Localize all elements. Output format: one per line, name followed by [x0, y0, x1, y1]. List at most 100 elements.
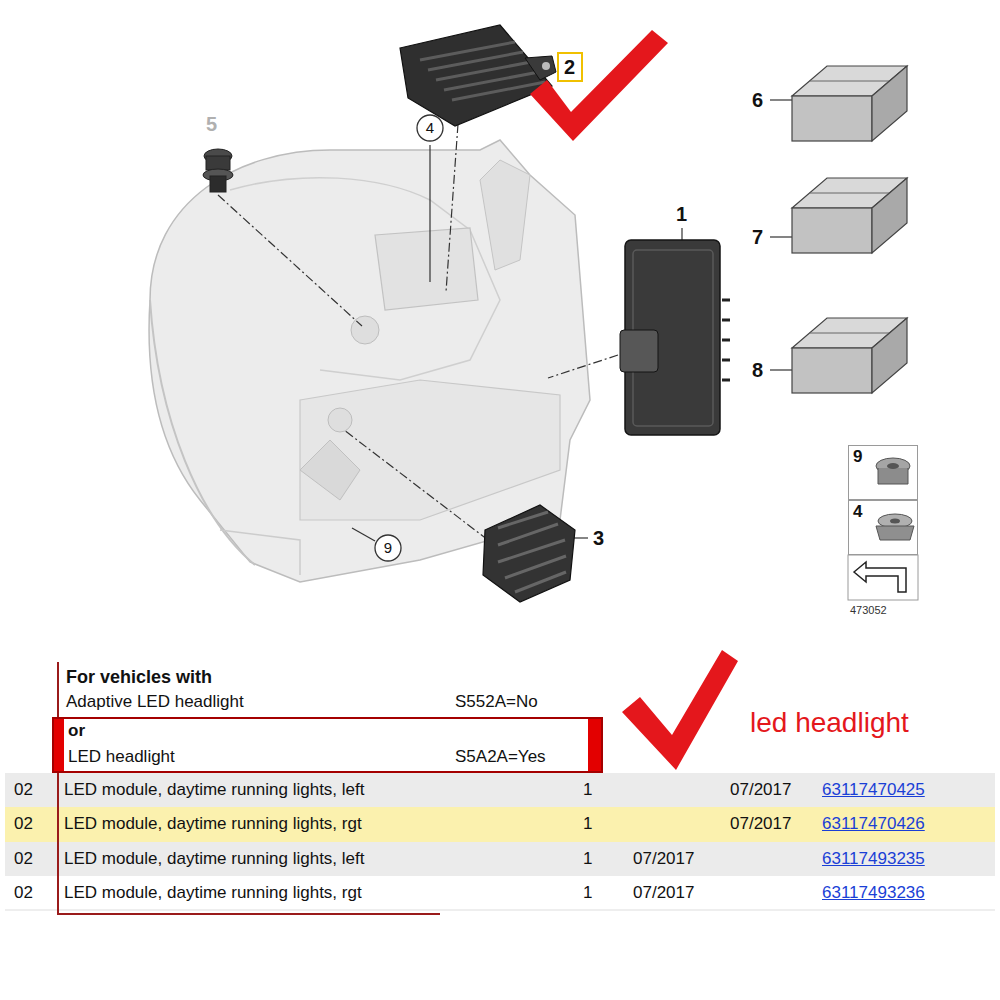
- circle-outline: [417, 115, 443, 141]
- callout-number: 2: [564, 55, 576, 79]
- screw-piece: [210, 176, 226, 192]
- table-heading: For vehicles with: [66, 667, 212, 689]
- control-unit: [620, 240, 730, 435]
- vehicle-condition: or: [68, 721, 85, 741]
- vehicle-condition: S5A2A=Yes: [455, 747, 546, 767]
- led-module-top-piece: [400, 25, 552, 126]
- callout-box: 2: [557, 52, 583, 82]
- leader-line-piece: [429, 145, 430, 282]
- leader-line-piece: [344, 430, 488, 540]
- table-background: [5, 773, 995, 910]
- part-icon-box: 4: [848, 500, 918, 555]
- table-cell: LED module, daytime running lights, left: [64, 849, 365, 869]
- screw-piece: [206, 156, 230, 170]
- screw: [203, 149, 233, 192]
- clip-nut-icon: [876, 458, 914, 540]
- headlight-housing-piece: [300, 380, 560, 520]
- callout-circle: 4: [416, 114, 444, 142]
- headlight-housing-piece: [480, 160, 530, 270]
- table-cell: 1: [583, 849, 592, 869]
- leader-line-piece: [770, 99, 792, 100]
- arrow-icon: [848, 555, 918, 600]
- clip-nut-icon-piece: [890, 519, 900, 524]
- vehicle-condition: Adaptive LED headlight: [66, 692, 244, 712]
- table-cell: LED module, daytime running lights, rgt: [64, 883, 362, 903]
- callout-number: 3: [593, 526, 604, 550]
- table-cell: 07/2017: [633, 883, 694, 903]
- headlight-housing-piece: [230, 178, 500, 380]
- callout-number: 1: [676, 202, 687, 226]
- leader-line-piece: [548, 355, 618, 378]
- check-mark: [530, 30, 738, 770]
- table-cell: 07/2017: [730, 814, 791, 834]
- table-cell: 1: [583, 780, 592, 800]
- callout-number: 4: [426, 119, 434, 137]
- control-unit-piece: [722, 300, 730, 380]
- leader-line: [218, 100, 792, 541]
- arrow-icon-piece: [848, 555, 918, 600]
- table-background-piece: [5, 842, 995, 876]
- table-cell: LED module, daytime running lights, rgt: [64, 814, 362, 834]
- callout-number: 9: [853, 447, 913, 467]
- table-cell: 02: [14, 849, 33, 869]
- highlight-bars: [52, 717, 602, 773]
- figure-number: 473052: [850, 604, 887, 617]
- leader-line-piece: [446, 124, 458, 292]
- led-module-top-piece: [542, 62, 550, 70]
- table-cell: 1: [583, 814, 592, 834]
- circle-outline: [375, 535, 401, 561]
- table-background-piece: [5, 876, 995, 910]
- table-cell: 1: [583, 883, 592, 903]
- part-number: 63117470425: [822, 780, 925, 800]
- check-mark-piece: [622, 650, 738, 770]
- led-module-top-piece: [525, 56, 556, 80]
- callout-number: 9: [384, 539, 392, 557]
- table-background-piece: [5, 773, 995, 807]
- led-module-bottom: [483, 505, 575, 602]
- part-icon-box: 9: [848, 445, 918, 500]
- table-background-piece: [5, 807, 995, 842]
- highlight-bars-piece: [588, 717, 602, 773]
- option-code: S552A=No: [455, 692, 538, 712]
- headlight-housing-piece: [220, 530, 300, 575]
- package-box: [792, 178, 907, 253]
- table-background-piece: [5, 910, 995, 911]
- vehicle-condition: LED headlight: [68, 747, 175, 767]
- table-cell: LED module, daytime running lights, left: [64, 780, 365, 800]
- clip-nut-icon-piece: [887, 463, 899, 469]
- led-module-bottom-piece: [483, 505, 575, 602]
- part-number: 63117493236: [822, 883, 925, 903]
- control-unit-piece: [620, 330, 658, 372]
- headlight-housing-piece: [375, 228, 478, 310]
- callout-number: 5: [206, 112, 217, 136]
- callout-circle: 9: [374, 534, 402, 562]
- callout-number: 7: [752, 225, 763, 249]
- highlight-frame: orLED headlight S5A2A=Yes: [52, 717, 603, 773]
- callout-number: 8: [752, 358, 763, 382]
- clip-nut-icon-piece: [876, 526, 914, 540]
- headlight-housing-piece: [351, 316, 379, 344]
- check-mark-piece: [530, 30, 668, 141]
- leader-line-piece: [770, 236, 792, 237]
- table-cell: 02: [14, 780, 33, 800]
- bracket-line-piece: [58, 662, 440, 914]
- table-cell: 02: [14, 814, 33, 834]
- led-module-top: [400, 25, 556, 126]
- callout-number: 6: [752, 88, 763, 112]
- arrow-icon-piece: [854, 562, 906, 592]
- headlight-housing-piece: [328, 408, 352, 432]
- bracket-line: [58, 662, 440, 914]
- package-box: [792, 66, 907, 141]
- clip-nut-icon-piece: [878, 468, 908, 484]
- headlight-housing-piece: [300, 440, 360, 500]
- table-cell: 07/2017: [633, 849, 694, 869]
- part-number: 63117470426: [822, 814, 925, 834]
- headlight-housing-piece: [150, 300, 255, 565]
- led-module-top-piece: [420, 42, 545, 100]
- leader-line-piece: [770, 369, 792, 370]
- package-box: [792, 318, 907, 393]
- table-cell: 07/2017: [730, 780, 791, 800]
- led-module-bottom-piece: [498, 512, 566, 592]
- part-number: 63117493235: [822, 849, 925, 869]
